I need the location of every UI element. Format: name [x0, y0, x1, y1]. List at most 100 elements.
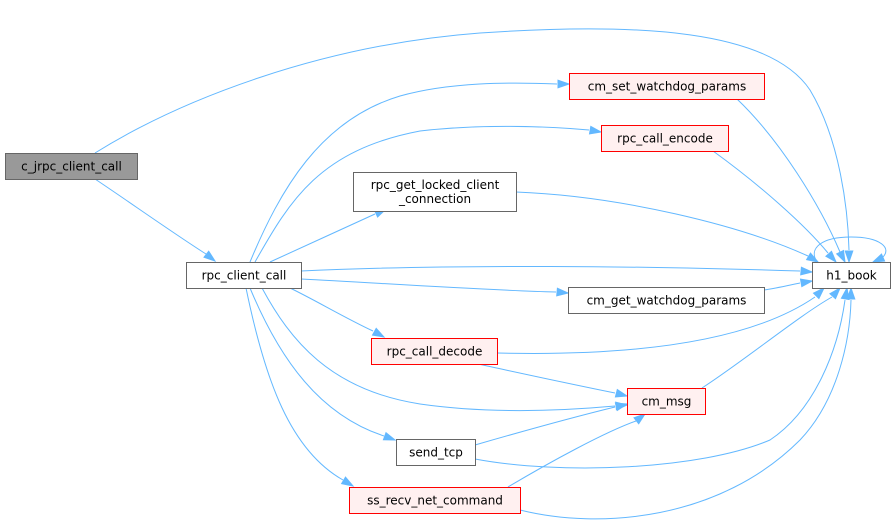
edge-rpc_call_decode-to-cm_msg: [477, 363, 629, 398]
arrow-head-icon: [800, 266, 814, 276]
node-cm_get_watchdog_params[interactable]: cm_get_watchdog_params: [568, 287, 765, 314]
arrow-head-icon: [840, 286, 850, 301]
edge-rpc_call_encode-to-h1_book: [712, 150, 838, 264]
arrow-head-icon: [556, 287, 570, 297]
edge-line: [94, 28, 850, 251]
edge-line: [300, 265, 801, 272]
edge-rpc_get_locked_client_connection-to-h1_book: [515, 191, 820, 263]
node-rpc_call_decode[interactable]: rpc_call_decode: [371, 338, 498, 365]
node-cm_set_watchdog_params[interactable]: cm_set_watchdog_params: [569, 73, 765, 100]
node-box: [186, 262, 302, 289]
edge-rpc_client_call-to-cm_get_watchdog_params: [300, 278, 570, 297]
edge-line: [813, 236, 887, 263]
edge-line: [701, 296, 833, 389]
arrow-head-icon: [203, 250, 217, 262]
node-rpc_call_encode[interactable]: rpc_call_encode: [601, 125, 729, 152]
node-label: _connection: [398, 192, 471, 206]
edge-line: [712, 150, 829, 254]
arrow-head-icon: [340, 476, 355, 487]
node-label: h1_book: [826, 269, 877, 283]
edge-c_jrpc_client_call-to-rpc_client_call: [94, 178, 217, 262]
edge-rpc_client_call-to-h1_book: [300, 265, 814, 276]
arrow-head-icon: [805, 252, 820, 263]
arrow-head-icon: [382, 431, 397, 441]
edge-line: [249, 82, 558, 263]
node-layer: c_jrpc_client_call rpc_client_call cm_set_…: [5, 73, 891, 514]
node-send_tcp[interactable]: send_tcp: [396, 439, 476, 466]
arrow-head-icon: [614, 402, 629, 412]
edge-line: [269, 213, 376, 263]
edge-line: [474, 406, 616, 446]
node-label: rpc_client_call: [202, 269, 287, 283]
node-box: [353, 172, 517, 212]
edge-line: [519, 299, 852, 520]
edge-send_tcp-to-h1_book: [474, 286, 850, 469]
node-label: rpc_get_locked_client: [371, 178, 500, 192]
node-label: cm_msg: [642, 395, 692, 409]
edge-line: [94, 178, 207, 255]
arrow-head-icon: [371, 327, 386, 338]
edge-rpc_call_decode-to-h1_book: [496, 286, 826, 354]
arrow-head-icon: [871, 253, 886, 263]
edge-line: [507, 420, 637, 488]
edge-line: [763, 282, 801, 291]
edge-line: [474, 299, 846, 469]
edge-cm_get_watchdog_params-to-h1_book: [763, 278, 814, 291]
arrow-head-icon: [588, 125, 603, 135]
edge-line: [289, 287, 374, 332]
node-box: [627, 388, 706, 415]
node-box: [601, 125, 729, 152]
node-ss_recv_net_command[interactable]: ss_recv_net_command: [349, 487, 521, 514]
node-h1_book[interactable]: h1_book: [812, 262, 891, 289]
arrow-head-icon: [829, 286, 842, 300]
arrow-head-icon: [812, 286, 826, 300]
edge-h1_book-to-h1_book: [813, 236, 887, 263]
edge-cm_set_watchdog_params-to-h1_book: [736, 98, 846, 264]
node-box: [568, 287, 765, 314]
edge-send_tcp-to-cm_msg: [474, 402, 629, 446]
edge-line: [736, 98, 841, 253]
edge-ss_recv_net_command-to-cm_msg: [507, 413, 647, 488]
arrow-head-icon: [614, 388, 629, 398]
edge-c_jrpc_client_call-to-h1_book: [94, 28, 854, 264]
node-label: c_jrpc_client_call: [21, 160, 122, 174]
node-label: cm_set_watchdog_params: [588, 80, 746, 94]
edge-rpc_client_call-to-rpc_call_encode: [254, 125, 603, 263]
node-rpc_get_locked_client_connection[interactable]: rpc_get_locked_client_connection: [353, 172, 517, 212]
arrow-head-icon: [557, 79, 571, 89]
edge-line: [249, 287, 385, 437]
arrow-head-icon: [844, 250, 854, 264]
node-label: send_tcp: [409, 446, 463, 460]
node-box: [569, 73, 765, 100]
node-box: [371, 338, 498, 365]
node-c_jrpc_client_call[interactable]: c_jrpc_client_call: [5, 153, 138, 180]
arrow-head-icon: [846, 286, 856, 300]
node-cm_msg[interactable]: cm_msg: [627, 388, 706, 415]
node-label: rpc_call_decode: [387, 345, 483, 359]
edge-line: [300, 278, 557, 293]
node-label: rpc_call_encode: [617, 132, 713, 146]
arrow-head-icon: [825, 250, 838, 264]
edge-rpc_client_call-to-ss_recv_net_command: [245, 287, 355, 487]
arrow-head-icon: [633, 413, 647, 425]
edge-line: [477, 363, 616, 394]
edge-cm_msg-to-h1_book: [701, 286, 842, 389]
edge-line: [496, 296, 816, 354]
node-box: [396, 439, 476, 466]
node-box: [812, 262, 891, 289]
arrow-head-icon: [799, 278, 814, 288]
edge-rpc_client_call-to-send_tcp: [249, 287, 397, 441]
edge-rpc_client_call-to-rpc_get_locked_client_connection: [269, 208, 388, 263]
node-label: cm_get_watchdog_params: [587, 294, 747, 308]
edge-line: [515, 191, 809, 257]
edge-line: [245, 287, 344, 481]
edge-ss_recv_net_command-to-h1_book: [519, 286, 856, 520]
edge-line: [254, 125, 590, 263]
edge-rpc_client_call-to-cm_set_watchdog_params: [249, 79, 571, 263]
edge-rpc_client_call-to-rpc_call_decode: [289, 287, 386, 338]
node-box: [349, 487, 521, 514]
node-label: ss_recv_net_command: [367, 494, 503, 508]
node-box: [5, 153, 138, 180]
node-rpc_client_call[interactable]: rpc_client_call: [186, 262, 302, 289]
